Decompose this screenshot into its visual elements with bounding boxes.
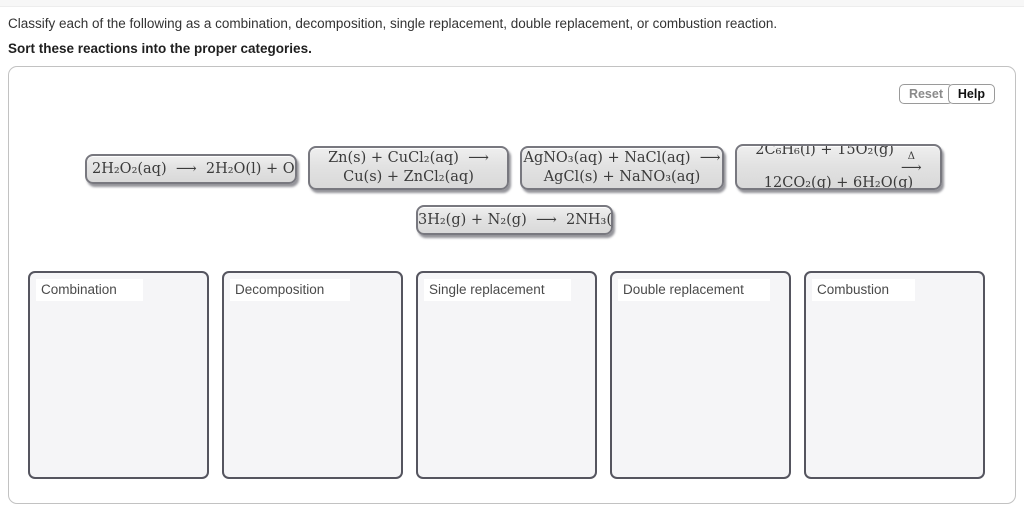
reaction-tile-zinc-copper-chloride[interactable]: Zn(s) + CuCl₂(aq) ⟶ Cu(s) + ZnCl₂(aq) xyxy=(308,146,509,190)
category-box-combustion[interactable]: Combustion xyxy=(804,271,985,479)
reaction-formula-line2: AgCl(s) + NaNO₃(aq) xyxy=(543,169,701,185)
category-label: Combustion xyxy=(812,279,916,301)
activity-panel: Reset Help 2H₂O₂(aq) ⟶ 2H₂O(l) + O₂(g) Z… xyxy=(8,66,1016,504)
category-box-combination[interactable]: Combination xyxy=(28,271,209,479)
category-box-single-replacement[interactable]: Single replacement xyxy=(416,271,597,479)
reset-button[interactable]: Reset xyxy=(898,84,953,104)
reaction-formula-line1: AgNO₃(aq) + NaCl(aq) ⟶ xyxy=(523,150,721,166)
reaction-tile-benzene-combustion[interactable]: 2C₆H₆(l) + 15O₂(g) Δ⟶ 12CO₂(g) + 6H₂O(g) xyxy=(735,144,942,190)
reaction-formula-line1: Zn(s) + CuCl₂(aq) ⟶ xyxy=(328,150,489,166)
delta-symbol: Δ xyxy=(907,151,915,162)
reaction-formula-line2: 12CO₂(g) + 6H₂O(g) xyxy=(763,175,914,190)
reaction-formula: 3H₂(g) + N₂(g) ⟶ 2NH₃(g) xyxy=(418,211,613,228)
prompt-text: Sort these reactions into the proper cat… xyxy=(8,41,312,56)
category-box-double-replacement[interactable]: Double replacement xyxy=(610,271,791,479)
reaction-tile-hydrogen-peroxide[interactable]: 2H₂O₂(aq) ⟶ 2H₂O(l) + O₂(g) xyxy=(85,154,297,184)
reaction-formula-line2: Cu(s) + ZnCl₂(aq) xyxy=(343,169,474,185)
category-label: Decomposition xyxy=(230,279,351,301)
reaction-arrow: ⟶ xyxy=(900,160,922,176)
browser-top-strip xyxy=(0,0,1024,7)
reactants: 2C₆H₆(l) + 15O₂(g) xyxy=(755,144,894,158)
reaction-tile-silver-nitrate-sodium-chloride[interactable]: AgNO₃(aq) + NaCl(aq) ⟶ AgCl(s) + NaNO₃(a… xyxy=(520,146,724,190)
reaction-tile-ammonia-synthesis[interactable]: 3H₂(g) + N₂(g) ⟶ 2NH₃(g) xyxy=(416,205,613,235)
instruction-text: Classify each of the following as a comb… xyxy=(8,16,778,31)
reaction-formula-line1: 2C₆H₆(l) + 15O₂(g) Δ⟶ xyxy=(737,144,940,176)
reaction-formula: 2H₂O₂(aq) ⟶ 2H₂O(l) + O₂(g) xyxy=(92,160,295,177)
delta-arrow: Δ⟶ xyxy=(900,151,922,176)
category-label: Single replacement xyxy=(424,279,571,301)
category-label: Combination xyxy=(36,279,143,301)
category-box-decomposition[interactable]: Decomposition xyxy=(222,271,403,479)
help-button[interactable]: Help xyxy=(947,84,995,104)
category-label: Double replacement xyxy=(618,279,770,301)
